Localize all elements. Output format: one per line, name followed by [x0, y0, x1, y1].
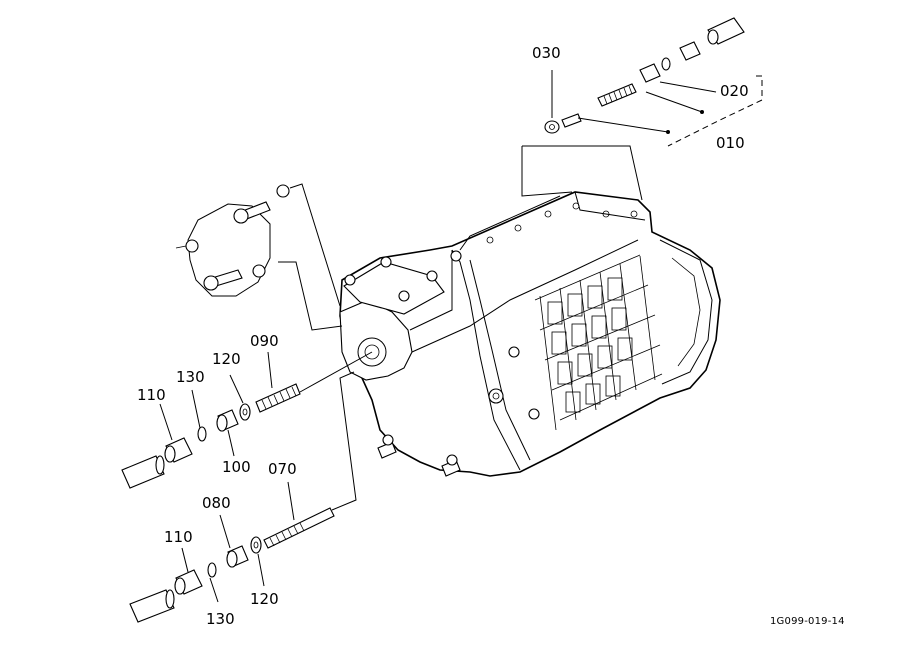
label-100: 100: [222, 458, 251, 476]
label-110-upper: 110: [137, 386, 166, 404]
label-130-lower: 130: [206, 610, 235, 628]
label-080: 080: [202, 494, 231, 512]
part-labels: 030 020 010 090 120 130 110 100 070 080 …: [137, 44, 845, 628]
nut-020: [639, 63, 661, 83]
upper-front-rod-assembly: [121, 351, 373, 489]
label-070: 070: [268, 460, 297, 478]
boot-lower: [129, 589, 175, 623]
cover-plate-group: [175, 183, 343, 331]
collar: [679, 41, 701, 61]
washer-020: [661, 57, 671, 71]
lower-front-rod-assembly: [129, 371, 357, 623]
label-120-upper: 120: [212, 350, 241, 368]
upper-rod-assembly: [521, 17, 763, 201]
drawing-code: 1G099-019-14: [770, 616, 845, 627]
stud-short: [561, 113, 582, 128]
label-090: 090: [250, 332, 279, 350]
label-130-upper: 130: [176, 368, 205, 386]
washer-030: [544, 120, 560, 134]
label-020: 020: [720, 82, 749, 100]
threaded-rod-070: [263, 507, 335, 549]
label-110-lower: 110: [164, 528, 193, 546]
label-010: 010: [716, 134, 745, 152]
washer-130-lower: [207, 562, 217, 578]
boot-upper: [121, 455, 165, 489]
transmission-case: [339, 191, 721, 477]
label-030: 030: [532, 44, 561, 62]
washer-130-upper: [197, 426, 207, 442]
washer-120-lower: [250, 536, 262, 554]
threaded-rod-090: [255, 383, 301, 413]
threaded-rod-020: [597, 83, 637, 107]
washer-120-upper: [239, 403, 251, 421]
label-120-lower: 120: [250, 590, 279, 608]
